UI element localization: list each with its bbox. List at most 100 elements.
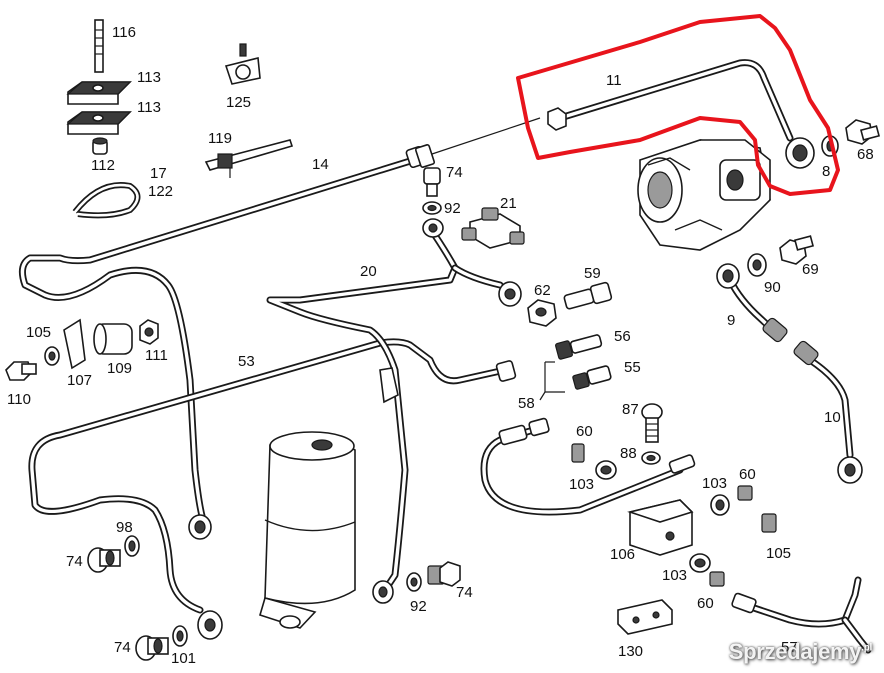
label-14: 14 [312, 156, 329, 173]
label-69: 69 [802, 261, 819, 278]
tee-fitting-21 [461, 207, 525, 249]
label-92-top: 92 [444, 200, 461, 217]
label-112: 112 [91, 157, 115, 174]
nut-62 [527, 299, 557, 327]
clamp-113-lower [66, 111, 132, 135]
label-74-bottom: 74 [114, 639, 131, 656]
label-55: 55 [624, 359, 641, 376]
plug-105-right [761, 513, 777, 533]
pipe-58 [480, 361, 696, 516]
label-113-lower: 113 [137, 99, 161, 116]
sleeve-109 [93, 323, 133, 355]
label-90: 90 [764, 279, 781, 296]
pipe-20 [266, 218, 522, 604]
watermark-text: Sprzedajemy [728, 639, 862, 664]
pipe-57 [731, 576, 872, 654]
nut-111 [139, 319, 159, 345]
label-110: 110 [7, 391, 31, 408]
bolt-110 [5, 361, 37, 381]
washer-90 [747, 253, 767, 277]
bolt-74-left [87, 547, 121, 573]
pipe-9 [716, 263, 788, 343]
label-74-top: 74 [446, 164, 463, 181]
label-92-bottom: 92 [410, 598, 427, 615]
washer-98 [124, 535, 140, 557]
clamp-113-upper [66, 81, 132, 105]
label-62: 62 [534, 282, 551, 299]
label-88: 88 [620, 445, 637, 462]
label-57: 57 [781, 639, 798, 656]
block-106 [627, 499, 694, 556]
pipe-53 [28, 338, 517, 640]
connector-125 [224, 43, 261, 85]
label-103-lower: 103 [662, 567, 687, 584]
label-105-right: 105 [766, 545, 791, 562]
label-11: 11 [606, 72, 622, 89]
clip-107 [63, 318, 86, 370]
label-60-lower: 60 [697, 595, 714, 612]
pipe-14 [18, 117, 541, 540]
label-20: 20 [360, 263, 377, 280]
washer-103-lower [689, 553, 711, 573]
fitting-55 [572, 365, 612, 390]
label-122: 122 [148, 183, 173, 200]
label-8: 8 [822, 163, 830, 180]
clamp-17 [72, 182, 141, 219]
label-107: 107 [67, 372, 92, 389]
washer-88 [641, 451, 661, 465]
fitting-56 [555, 334, 603, 360]
bolt-69 [779, 235, 815, 265]
label-53: 53 [238, 353, 255, 370]
washer-105-left [44, 346, 60, 366]
highlight-outline [516, 14, 840, 196]
label-119: 119 [208, 130, 232, 147]
label-17: 17 [150, 165, 167, 182]
pump-assembly [637, 139, 771, 251]
label-59: 59 [584, 265, 601, 282]
label-74-left: 74 [66, 553, 83, 570]
bracket-130 [617, 599, 673, 635]
label-106: 106 [610, 546, 635, 563]
label-56: 56 [614, 328, 631, 345]
washer-92-bottom [406, 572, 422, 592]
label-87: 87 [622, 401, 639, 418]
washer-103-mid [595, 460, 617, 480]
label-60-mid: 60 [576, 423, 593, 440]
plug-60-lower [709, 571, 725, 587]
label-103-right: 103 [702, 475, 727, 492]
label-60-right: 60 [739, 466, 756, 483]
washer-92-top [422, 201, 442, 215]
label-98: 98 [116, 519, 133, 536]
label-130: 130 [618, 643, 643, 660]
label-101: 101 [171, 650, 196, 667]
watermark-logo: Sprzedajemy.pl [729, 639, 872, 665]
spacer-112 [92, 137, 108, 155]
stud-116 [94, 19, 104, 73]
filter-canister [259, 431, 356, 629]
watermark-suffix: .pl [861, 642, 872, 654]
pipe-10 [793, 340, 863, 484]
label-9: 9 [727, 312, 735, 329]
label-109: 109 [107, 360, 132, 377]
bolt-74-top [423, 167, 441, 197]
label-68: 68 [857, 146, 874, 163]
label-21: 21 [500, 195, 517, 212]
label-113-upper: 113 [137, 69, 161, 86]
label-74-bottom-right: 74 [456, 584, 473, 601]
pipe-11 [547, 59, 815, 169]
label-111: 111 [145, 347, 168, 364]
label-116: 116 [112, 24, 136, 41]
cable-tie-119 [204, 139, 294, 178]
plug-60-mid [571, 443, 585, 463]
washer-101 [172, 625, 188, 647]
label-10: 10 [824, 409, 841, 426]
plug-60-right [737, 485, 753, 501]
label-58: 58 [518, 395, 535, 412]
label-103-mid: 103 [569, 476, 594, 493]
bolt-74-bottom [135, 635, 169, 661]
fitting-59 [563, 281, 613, 310]
banjo-bolt-87 [641, 403, 663, 443]
label-105-left: 105 [26, 324, 51, 341]
